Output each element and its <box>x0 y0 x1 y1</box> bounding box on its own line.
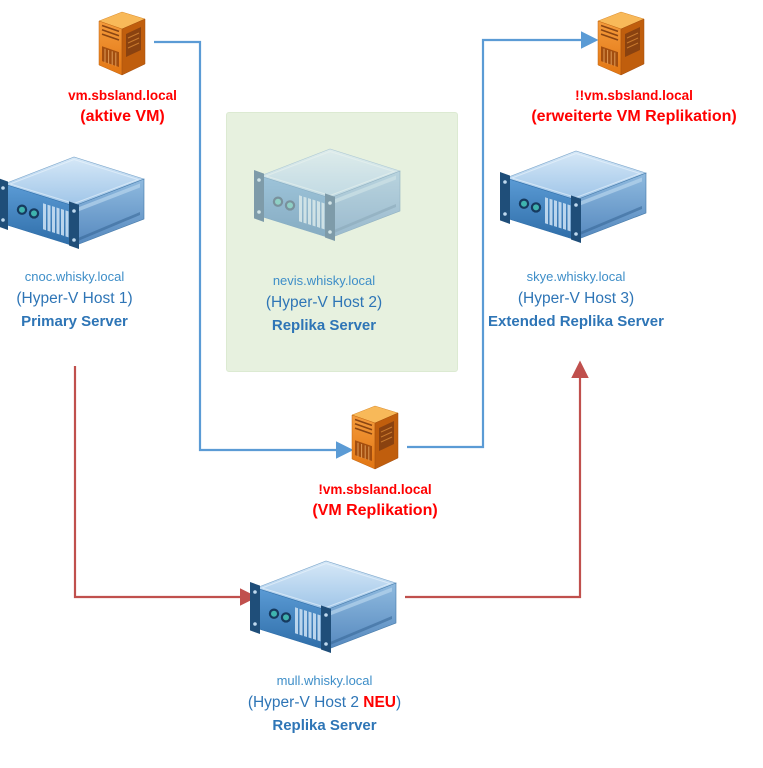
vm-replica-name: !vm.sbsland.local <box>318 482 432 497</box>
vm-active-caption: (aktive VM) <box>80 107 165 125</box>
host-replica-new-hostline-neu: NEU <box>363 693 396 711</box>
host-replica-new-hostline-prefix: (Hyper-V Host 2 <box>247 693 364 711</box>
host-extended-role: Extended Replika Server <box>488 312 664 330</box>
host-primary-fqdn: cnoc.whisky.local <box>24 269 125 284</box>
host-replica-old-node <box>254 140 406 247</box>
vm-extended-caption: (erweiterte VM Replikation) <box>531 107 737 125</box>
rack-server-icon <box>250 560 397 653</box>
host-replica-old-role: Replika Server <box>271 316 377 334</box>
tower-server-icon <box>351 405 399 470</box>
host-primary-hostline: (Hyper-V Host 1) <box>16 289 133 307</box>
host-replica-old-labels: nevis.whisky.local (Hyper-V Host 2) Repl… <box>234 273 414 334</box>
host-primary-labels: cnoc.whisky.local (Hyper-V Host 1) Prima… <box>0 269 157 330</box>
rack-server-icon <box>0 156 145 249</box>
vm-extended-name: !!vm.sbsland.local <box>575 88 693 103</box>
vm-active-name: vm.sbsland.local <box>68 88 177 103</box>
arrow-primary-to-new-replica-host <box>73 366 258 606</box>
vm-replica-labels: !vm.sbsland.local (VM Replikation) <box>275 482 475 520</box>
rack-server-icon <box>500 150 647 243</box>
host-extended-fqdn: skye.whisky.local <box>526 269 626 284</box>
host-extended-labels: skye.whisky.local (Hyper-V Host 3) Exten… <box>476 269 676 330</box>
host-replica-new-role: Replika Server <box>272 716 377 734</box>
host-replica-old-fqdn: nevis.whisky.local <box>272 273 376 288</box>
host-replica-new-hostline-suffix: ) <box>395 693 402 711</box>
host-replica-new-fqdn: mull.whisky.local <box>276 673 373 688</box>
host-primary-node <box>0 148 150 255</box>
vm-replica-node <box>346 402 404 477</box>
host-extended-node <box>500 142 652 249</box>
host-replica-new-node <box>250 552 402 659</box>
host-extended-hostline: (Hyper-V Host 3) <box>517 289 635 307</box>
tower-server-icon <box>98 11 146 76</box>
rack-server-icon <box>254 148 401 241</box>
vm-active-labels: vm.sbsland.local (aktive VM) <box>20 88 225 126</box>
vm-extended-labels: !!vm.sbsland.local (erweiterte VM Replik… <box>505 88 763 126</box>
vm-extended-node <box>592 8 650 83</box>
host-primary-role: Primary Server <box>21 312 128 330</box>
host-replica-new-labels: mull.whisky.local (Hyper-V Host 2 NEU) R… <box>222 673 427 734</box>
vm-active-node <box>93 8 151 83</box>
host-replica-old-hostline: (Hyper-V Host 2) <box>265 293 383 311</box>
tower-server-icon <box>597 11 645 76</box>
vm-replica-caption: (VM Replikation) <box>312 501 438 519</box>
host-replica-new-hostline: (Hyper-V Host 2 NEU) <box>222 694 427 712</box>
